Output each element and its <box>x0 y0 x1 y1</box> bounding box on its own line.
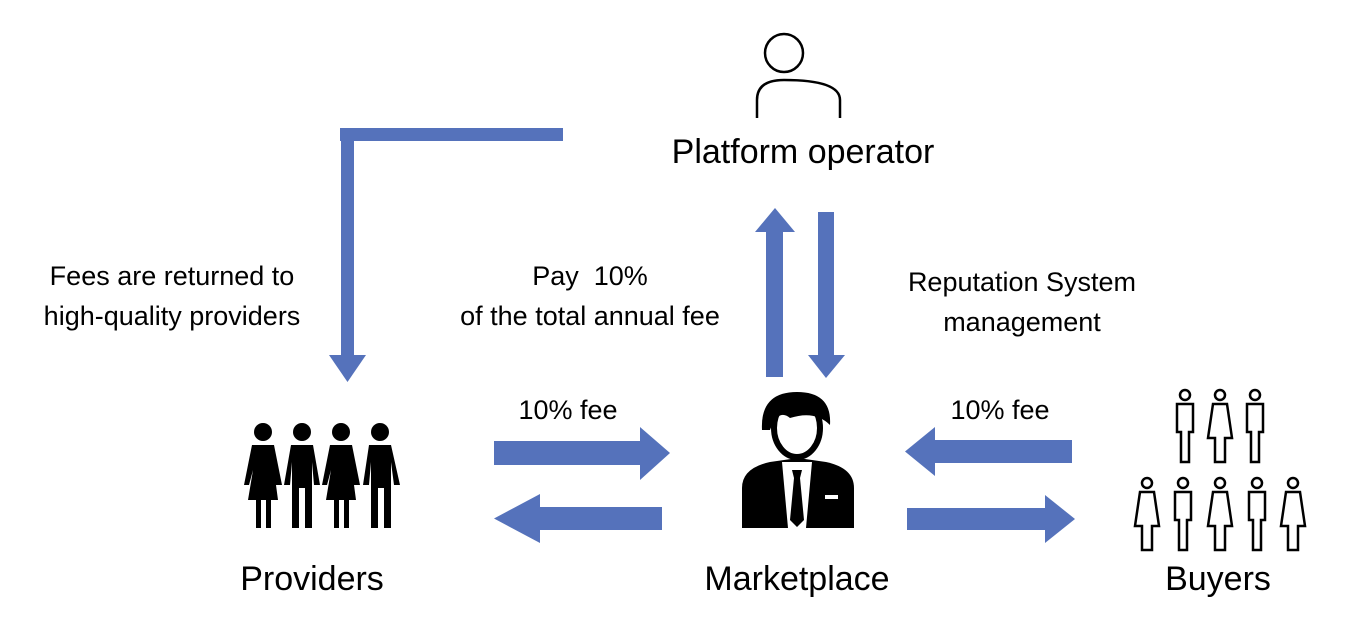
pay-fee-line-2: of the total annual fee <box>460 301 720 331</box>
fees-returned-line-1: Fees are returned to <box>49 261 295 291</box>
buyer-fee-label: 10% fee <box>950 395 1050 425</box>
crowd-outline-icon <box>1133 388 1307 552</box>
reputation-line-1: Reputation System <box>907 267 1137 297</box>
fees-returned-arrow <box>329 128 563 382</box>
fees-returned-line-2: high-quality providers <box>43 301 301 331</box>
businessman-icon <box>742 392 854 528</box>
group-people-icon <box>244 423 400 528</box>
platform-operator-label: Platform operator <box>671 133 935 171</box>
reputation-line-2: management <box>943 307 1101 337</box>
buyer-to-market-arrow <box>905 427 1072 476</box>
provider-to-market-arrow <box>494 427 670 480</box>
reputation-down-arrow <box>808 212 845 378</box>
pay-fee-up-arrow <box>755 208 795 377</box>
providers-label: Providers <box>240 560 384 598</box>
provider-fee-label: 10% fee <box>518 395 618 425</box>
buyers-label: Buyers <box>1165 560 1271 598</box>
pay-fee-line-1: Pay 10% <box>532 261 648 291</box>
market-to-buyer-arrow <box>907 495 1075 543</box>
pay-fee-annotation: Pay 10% of the total annual fee <box>460 256 720 336</box>
fees-returned-annotation: Fees are returned to high-quality provid… <box>44 256 301 336</box>
marketplace-label: Marketplace <box>704 560 890 598</box>
person-outline-icon <box>755 32 842 118</box>
market-to-provider-arrow <box>494 494 662 543</box>
reputation-annotation: Reputation System management <box>908 262 1136 342</box>
